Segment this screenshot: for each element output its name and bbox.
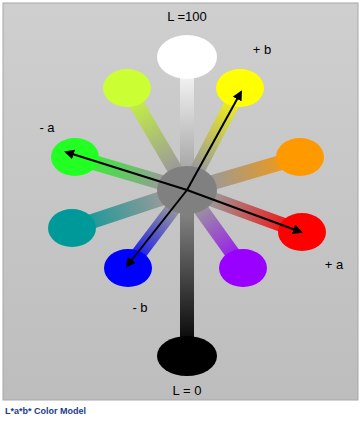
blue-disc [104, 249, 152, 287]
white-disc [157, 35, 217, 79]
green-disc [51, 138, 99, 176]
lightness-label: L = 0 [173, 384, 202, 397]
teal-disc [48, 209, 96, 247]
purple-disc [219, 249, 267, 287]
caption: L*a*b* Color Model [5, 407, 86, 416]
orange-disc [276, 138, 324, 176]
axis-label: + b [253, 43, 271, 56]
black-disc [157, 336, 217, 376]
axis-label: - a [39, 121, 54, 134]
axis-label: - b [132, 301, 147, 314]
background-panel [3, 3, 358, 400]
yellow-disc [216, 69, 264, 107]
red-disc [278, 213, 326, 251]
yellow-green-disc [103, 69, 151, 107]
lightness-label: L =100 [167, 10, 207, 23]
spokes [72, 88, 302, 268]
axis-arrows [66, 92, 301, 266]
axis-label: + a [325, 258, 343, 271]
